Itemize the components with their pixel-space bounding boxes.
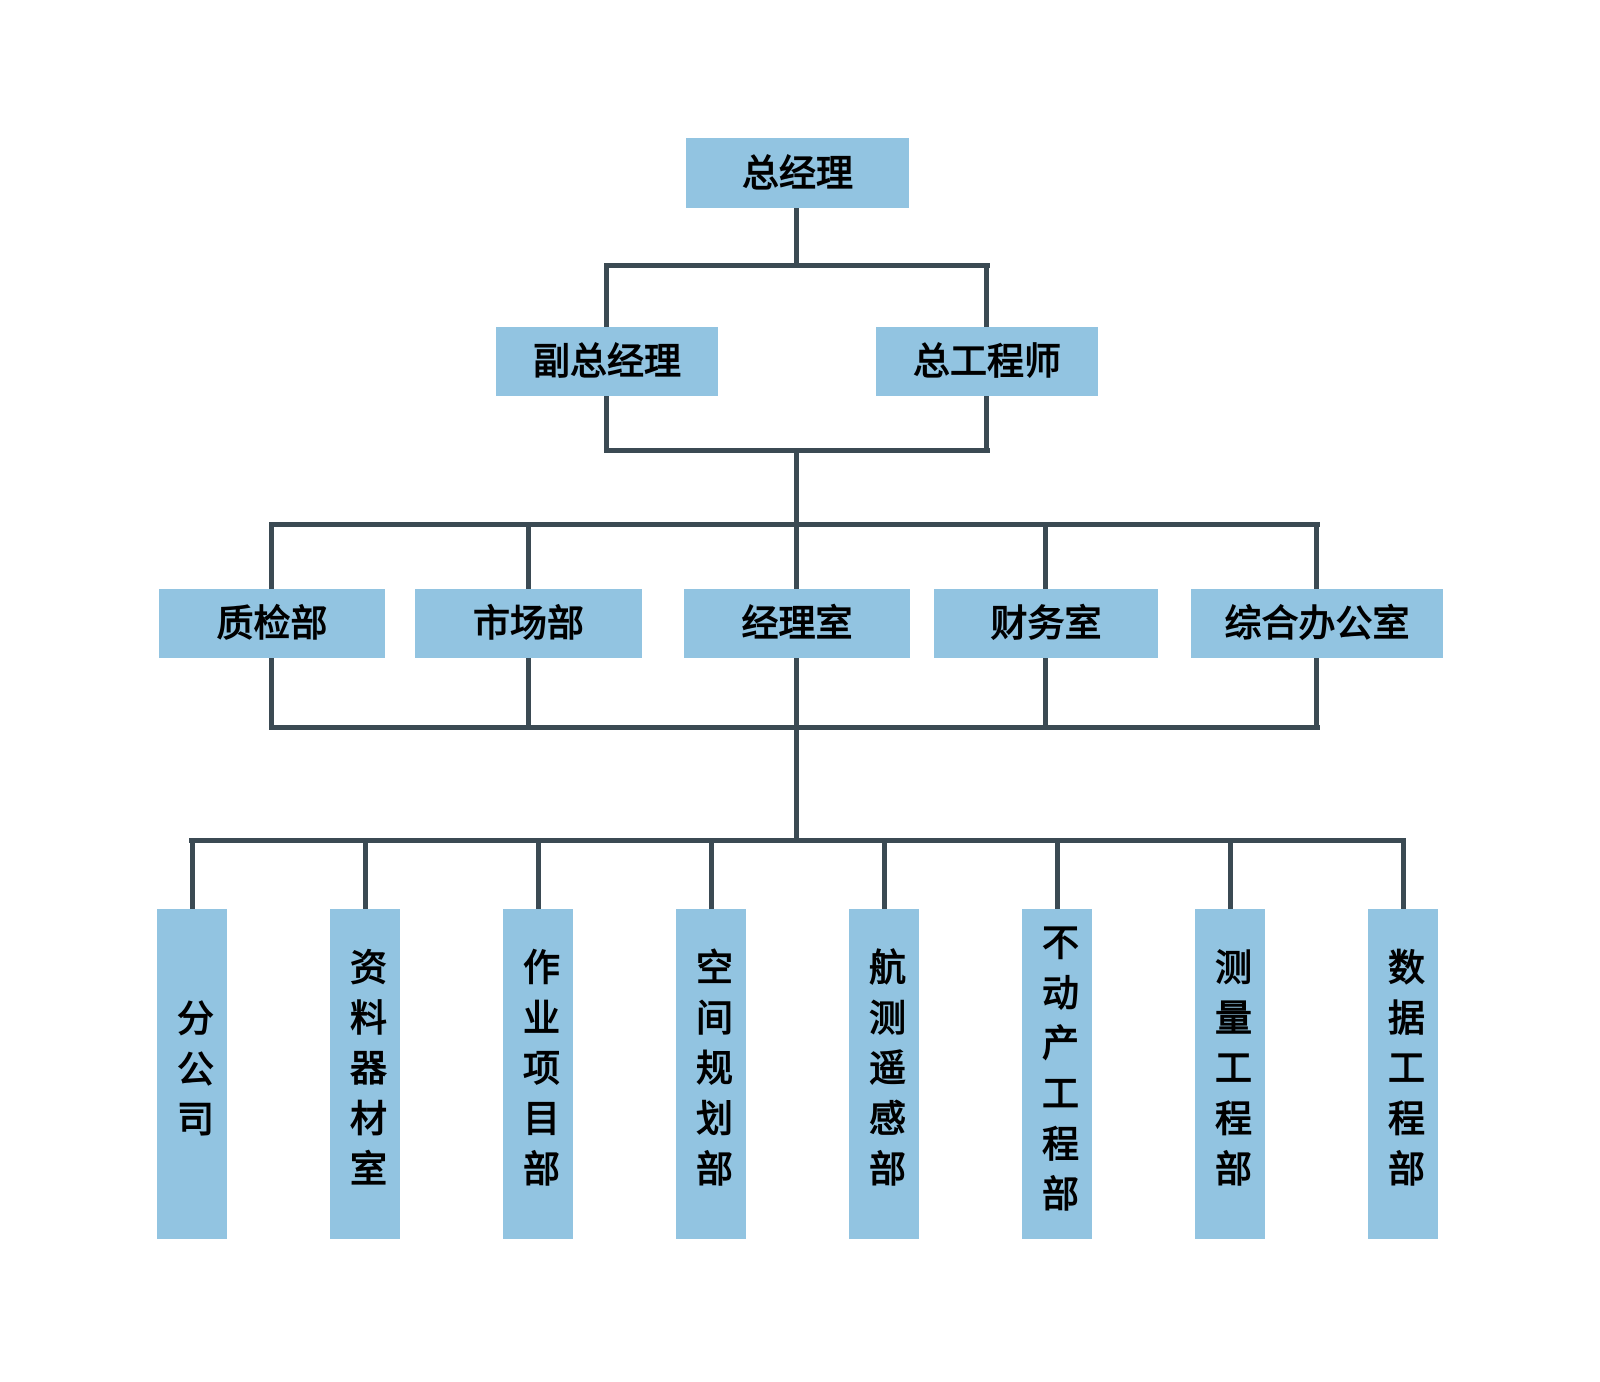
node-chief-engineer: 总工程师 — [876, 327, 1098, 396]
node-survey-engineering-dept-label: 测量工程部 — [1208, 948, 1252, 1200]
connector-l3-riser-4 — [1043, 658, 1048, 730]
node-operation-project-dept: 作业项目部 — [503, 909, 573, 1239]
connector-l4-top-rail — [189, 838, 1406, 843]
node-deputy-general-manager: 副总经理 — [496, 327, 718, 396]
node-survey-engineering-dept: 测量工程部 — [1195, 909, 1265, 1239]
node-branch-company: 分公司 — [157, 909, 227, 1239]
connector-l3-drop-5 — [1314, 522, 1319, 589]
connector-l2-right-riser — [984, 396, 989, 453]
connector-l4-stub-5 — [882, 838, 887, 909]
connector-l3-riser-1 — [269, 658, 274, 730]
connector-l3-riser-2 — [526, 658, 531, 730]
connector-l4-stub-2 — [363, 838, 368, 909]
node-operation-project-dept-label: 作业项目部 — [516, 948, 560, 1200]
connector-center-trunk-mid — [794, 448, 799, 589]
connector-l2-left-drop — [604, 263, 609, 327]
node-aerial-survey-remote-sensing-dept: 航测遥感部 — [849, 909, 919, 1239]
node-spatial-planning-dept-label: 空间规划部 — [689, 948, 733, 1200]
connector-l2-right-drop — [984, 263, 989, 327]
node-aerial-survey-remote-sensing-dept-label: 航测遥感部 — [862, 948, 906, 1200]
connector-l3-riser-5 — [1314, 658, 1319, 730]
connector-l4-stub-6 — [1055, 838, 1060, 909]
node-data-equipment-room: 资料器材室 — [330, 909, 400, 1239]
connector-l2-top-rail — [604, 263, 990, 268]
connector-gm-drop — [794, 208, 799, 268]
connector-l3-drop-1 — [269, 522, 274, 589]
connector-center-trunk-low — [794, 658, 799, 843]
connector-l4-stub-1 — [190, 838, 195, 909]
node-spatial-planning-dept: 空间规划部 — [676, 909, 746, 1239]
node-manager-office: 经理室 — [684, 589, 910, 658]
node-real-estate-engineering-dept: 不动产工程部 — [1022, 909, 1092, 1239]
node-quality-inspection-dept: 质检部 — [159, 589, 385, 658]
connector-l4-stub-8 — [1401, 838, 1406, 909]
node-data-engineering-dept: 数据工程部 — [1368, 909, 1438, 1239]
node-branch-company-label: 分公司 — [170, 998, 214, 1150]
connector-l3-drop-2 — [526, 522, 531, 589]
node-data-engineering-dept-label: 数据工程部 — [1381, 948, 1425, 1200]
connector-l3-drop-4 — [1043, 522, 1048, 589]
connector-l4-stub-4 — [709, 838, 714, 909]
connector-l4-stub-7 — [1228, 838, 1233, 909]
node-finance-office: 财务室 — [934, 589, 1158, 658]
node-general-manager: 总经理 — [686, 138, 909, 208]
node-real-estate-engineering-dept-label: 不动产工程部 — [1035, 923, 1079, 1225]
connector-l4-stub-3 — [536, 838, 541, 909]
node-marketing-dept: 市场部 — [415, 589, 642, 658]
connector-l2-left-riser — [604, 396, 609, 453]
node-general-affairs-office: 综合办公室 — [1191, 589, 1443, 658]
node-data-equipment-room-label: 资料器材室 — [343, 948, 387, 1200]
connector-l3-top-rail — [269, 522, 1320, 527]
